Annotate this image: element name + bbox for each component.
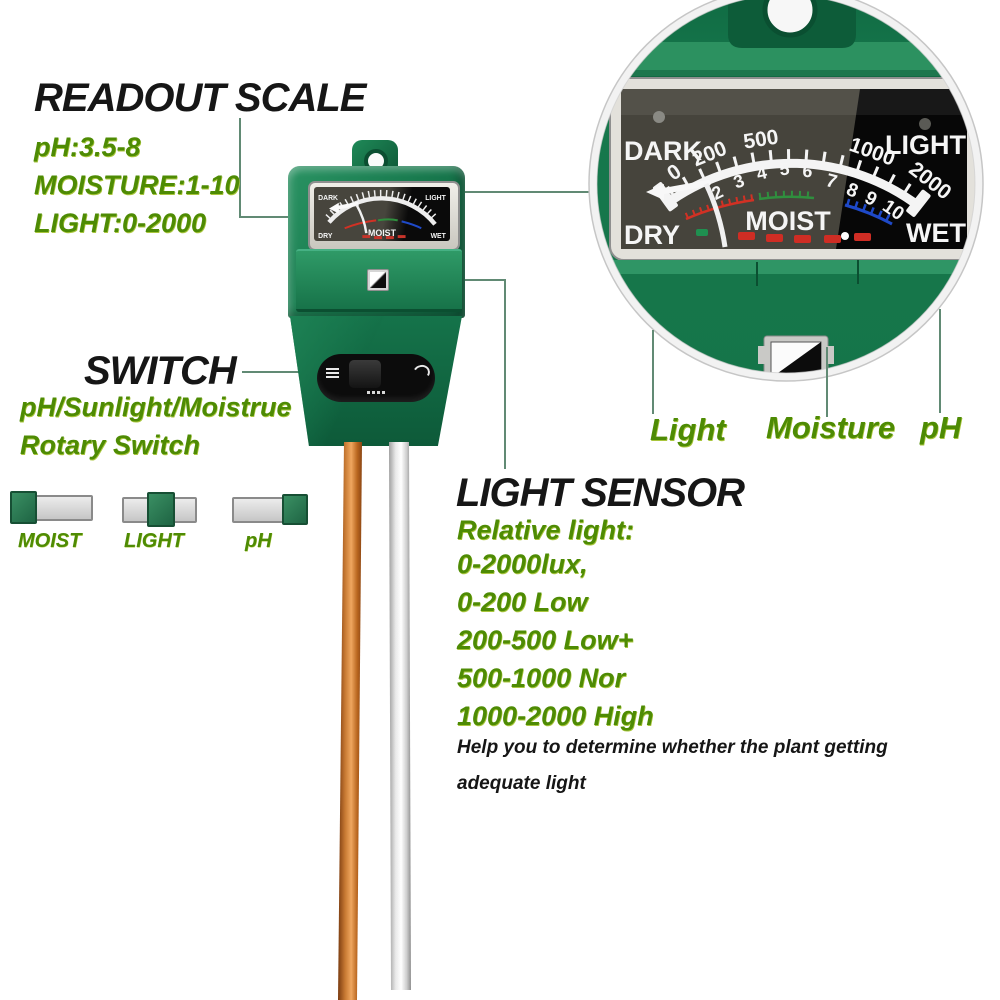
- connector-readout-horizontal: [239, 216, 313, 218]
- switch-title: SWITCH: [84, 349, 237, 393]
- magnified-gauge-circle: DARK LIGHT DRY WET 0 200 500 1000 2000 2…: [588, 0, 984, 382]
- moist-tick-7: 7: [824, 170, 840, 193]
- moist-tick-5: 5: [779, 159, 791, 180]
- ls-line-4: 500-1000 Nor: [457, 663, 626, 693]
- pointer-line-ph: [939, 309, 941, 413]
- needle-bar: [661, 180, 711, 194]
- light-scale-ticks: [666, 149, 926, 206]
- blue-arc: [844, 203, 893, 226]
- needle-tip-icon: [646, 184, 664, 200]
- sensor-dark-half: [771, 342, 821, 377]
- mini-needle-bar: [337, 201, 359, 210]
- pointer-line-moisture: [826, 347, 828, 417]
- ls-line-5: 1000-2000 High: [457, 701, 654, 731]
- red-arc: [685, 198, 755, 221]
- probes: [338, 442, 411, 1000]
- sensor-notch-left: [758, 346, 766, 364]
- switch-knob-middle: [147, 492, 175, 527]
- gauge-screw-left-icon: [653, 111, 665, 123]
- wet-label: WET: [906, 218, 966, 248]
- circle-rim-outer: [588, 0, 984, 382]
- light-sensor-window-icon: [367, 269, 389, 291]
- mini-blue-arc: [401, 220, 422, 230]
- mini-light-label: LIGHT: [425, 195, 446, 202]
- bevel-shadow: [593, 70, 979, 78]
- readout-scale-title: READOUT SCALE: [34, 76, 366, 120]
- readout-line-light: LIGHT:0-2000: [34, 208, 207, 238]
- light-tick-500: 500: [742, 125, 780, 153]
- connector-gauge-to-circle: [458, 191, 590, 193]
- mini-gauge-face: DARK LIGHT DRY WET MOIST: [314, 187, 450, 241]
- moist-tick-6: 6: [802, 161, 814, 182]
- needle-shaft: [703, 182, 728, 248]
- scale-end-right: [906, 189, 931, 217]
- dry-label: DRY: [624, 220, 680, 250]
- ls-line-3: 200-500 Low+: [457, 625, 634, 655]
- readout-line-ph: pH:3.5-8: [34, 132, 141, 162]
- ph-white-dot: [841, 232, 849, 240]
- mini-ph-marks: [362, 235, 406, 240]
- blue-arc-ticks: [846, 198, 896, 225]
- sensor-notch-right: [826, 346, 834, 364]
- copper-probe: [338, 442, 362, 1000]
- switch-moist-mark-icon: [326, 368, 339, 378]
- mini-scale-band: [327, 196, 437, 226]
- switch-position-light-icon: [122, 488, 200, 528]
- green-arc: [758, 195, 815, 201]
- ph-scale-marks: [696, 229, 871, 243]
- light-label: LIGHT: [885, 130, 966, 160]
- switch-knob-left: [10, 491, 37, 524]
- pointer-label-moisture: Moisture: [766, 410, 896, 445]
- switch-subtitle-2: Rotary Switch: [20, 430, 201, 460]
- switch-light-mark-icon: [367, 391, 385, 394]
- circle-rim-inner: [596, 0, 976, 374]
- mini-red-arc: [344, 219, 377, 230]
- ls-line-1: 0-2000lux,: [457, 549, 588, 579]
- readout-line-moisture: MOISTURE:1-10: [34, 170, 240, 200]
- moist-label: MOIST: [745, 206, 831, 236]
- rotary-switch[interactable]: [317, 354, 435, 402]
- ls-line-2: 0-200 Low: [457, 587, 588, 617]
- switch-knob-right: [282, 494, 308, 525]
- pointer-line-light: [652, 330, 654, 414]
- switch-position-ph-label: pH: [245, 530, 272, 552]
- glass-highlight: [621, 89, 967, 115]
- moist-tick-4: 4: [755, 162, 769, 184]
- pointer-label-ph: pH: [920, 410, 962, 445]
- switch-bar: [33, 495, 93, 521]
- switch-position-moist-label: MOIST: [18, 530, 82, 552]
- rotary-switch-arrow-icon: [411, 363, 432, 382]
- circle-rim: [589, 0, 983, 381]
- switch-position-ph-icon: [232, 488, 310, 528]
- pointer-label-light: Light: [650, 412, 726, 447]
- gauge-screw-right-icon: [919, 118, 931, 130]
- mini-dry-label: DRY: [318, 233, 333, 240]
- ls-note-2: adequate light: [457, 773, 586, 794]
- dark-label: DARK: [624, 136, 702, 166]
- mini-wet-label: WET: [431, 233, 447, 240]
- mini-scale-ticks: [325, 189, 439, 222]
- mini-dark-label: DARK: [318, 195, 338, 202]
- connector-switch: [242, 371, 320, 373]
- mini-gauge-dial: DARK LIGHT DRY WET MOIST: [318, 189, 447, 240]
- lower-bevel: [593, 260, 979, 274]
- connector-readout-vertical: [239, 118, 241, 218]
- mini-needle-tip: [328, 202, 339, 214]
- connector-sensor-vertical: [504, 279, 506, 469]
- mini-needle-shaft: [355, 204, 368, 234]
- mini-moist-label: MOIST: [368, 228, 397, 238]
- silver-probe: [389, 442, 411, 990]
- light-sensor-glass: [370, 272, 386, 288]
- light-sensor-title: LIGHT SENSOR: [456, 471, 745, 515]
- ls-line-0: Relative light:: [457, 515, 635, 545]
- switch-position-moist-icon: [10, 488, 94, 528]
- switch-subtitle-1: pH/Sunlight/Moistrue: [20, 392, 292, 422]
- mini-green-arc: [377, 218, 398, 222]
- hole-ring: [762, 0, 818, 38]
- rotary-switch-knob[interactable]: [349, 360, 381, 388]
- switch-position-light-label: LIGHT: [124, 530, 184, 552]
- magnified-hanging-hole-icon: [766, 0, 814, 34]
- ls-note-1: Help you to determine whether the plant …: [457, 737, 888, 758]
